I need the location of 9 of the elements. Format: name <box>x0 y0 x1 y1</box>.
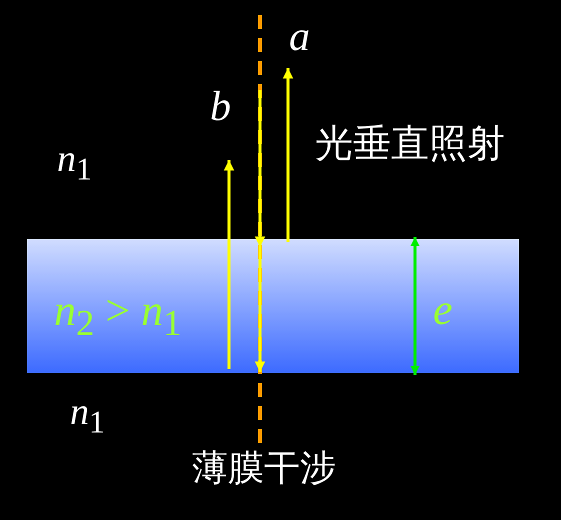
ray-label: b <box>210 86 231 128</box>
refractive-index-label: n$_{1}$ <box>70 393 105 438</box>
ray-label: a <box>289 16 310 58</box>
refractive-index-label: n$_{2}$ > n$_{1}$ <box>54 289 182 342</box>
refractive-index-label: n$_{1}$ <box>57 140 92 186</box>
thin-film-layer <box>27 239 519 373</box>
caption-text: 薄膜干涉 <box>192 451 336 487</box>
title-text: 光垂直照射 <box>315 124 505 162</box>
thickness-label: e <box>433 288 453 332</box>
